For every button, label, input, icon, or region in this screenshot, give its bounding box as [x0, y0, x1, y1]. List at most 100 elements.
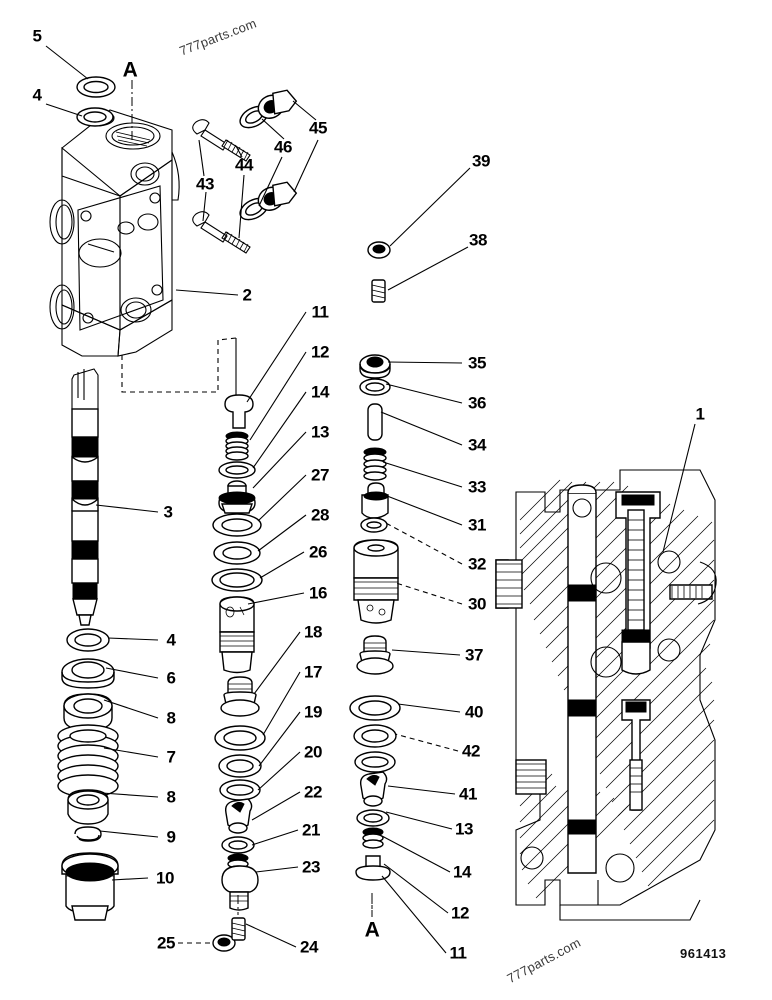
oring-part-17 — [214, 725, 266, 751]
callout-44: 44 — [235, 155, 253, 175]
callout-30: 30 — [468, 594, 486, 614]
spring-seat-part-8-lower — [67, 789, 109, 825]
fitting-group-upper — [192, 89, 298, 162]
callout-33: 33 — [468, 477, 486, 497]
callout-12-mid: 12 — [311, 342, 329, 362]
callout-8-upper: 8 — [166, 708, 176, 728]
pin-part-34 — [367, 403, 383, 441]
callout-1: 1 — [695, 404, 705, 424]
retaining-ring-part-9 — [74, 826, 102, 842]
valve-body-part-2 — [49, 109, 180, 357]
callout-45: 45 — [309, 118, 327, 138]
callout-3: 3 — [163, 502, 173, 522]
oring-part-4 — [66, 628, 110, 652]
callout-5: 5 — [32, 26, 42, 46]
plug-part-18 — [220, 676, 260, 717]
callout-39: 39 — [472, 151, 490, 171]
callout-46: 46 — [274, 137, 292, 157]
right-part-stack-lower — [349, 635, 401, 881]
plug-part-23 — [221, 865, 259, 911]
cartridge-valve-part-30 — [353, 539, 399, 624]
callout-36: 36 — [468, 393, 486, 413]
callout-35: 35 — [468, 353, 486, 373]
oring-part-14 — [218, 461, 256, 479]
setscrew-part-38 — [371, 279, 386, 303]
relief-valve-part-16 — [219, 596, 255, 674]
oring-part-32 — [360, 517, 388, 533]
figure-number: 961413 — [680, 946, 727, 961]
spool-part-3 — [71, 368, 99, 626]
callout-6: 6 — [166, 668, 176, 688]
setscrew-part-24 — [231, 917, 246, 941]
callout-34: 34 — [468, 435, 486, 455]
section-marker-a-top: A — [122, 58, 138, 82]
backup-part-42 — [353, 724, 397, 748]
nut-part-39 — [367, 241, 391, 259]
callout-42: 42 — [462, 741, 480, 761]
nut-part-35 — [359, 354, 391, 379]
callout-21: 21 — [302, 820, 320, 840]
callout-40: 40 — [465, 702, 483, 722]
spring-seat-part-8-upper — [63, 693, 113, 731]
spring-part-7 — [57, 724, 119, 798]
backup-ring-part-28 — [213, 541, 261, 565]
oring-part-41b — [354, 751, 396, 773]
callout-32: 32 — [468, 554, 486, 574]
oring-part-26 — [211, 568, 263, 592]
callout-22: 22 — [304, 782, 322, 802]
fitting-group-lower — [192, 181, 298, 254]
callout-31: 31 — [468, 515, 486, 535]
callout-7: 7 — [166, 747, 176, 767]
spring-part-33 — [363, 447, 387, 481]
oring-part-36 — [359, 378, 391, 396]
plug-part-37 — [356, 635, 394, 675]
spring-part-12 — [225, 431, 249, 461]
poppet-part-31 — [361, 482, 389, 519]
callout-43: 43 — [196, 174, 214, 194]
callout-11-right: 11 — [449, 943, 467, 963]
callout-27: 27 — [311, 465, 329, 485]
end-cap-part-10 — [61, 852, 119, 921]
poppet-part-22 — [224, 798, 253, 834]
callout-25: 25 — [157, 933, 175, 953]
right-part-stack-upper — [353, 354, 399, 624]
left-part-stack — [57, 628, 236, 952]
callout-20: 20 — [304, 742, 322, 762]
callout-4-left: 4 — [166, 630, 176, 650]
callout-24: 24 — [300, 937, 318, 957]
callout-23: 23 — [302, 857, 320, 877]
callout-38: 38 — [469, 230, 487, 250]
section-marker-a-bottom: A — [364, 918, 380, 942]
callout-12-right: 12 — [451, 903, 469, 923]
callout-14-right: 14 — [453, 862, 471, 882]
callout-11-mid: 11 — [311, 302, 329, 322]
callout-13-mid: 13 — [311, 422, 329, 442]
middle-part-stack — [211, 394, 266, 941]
seal-part-4-top — [76, 107, 114, 127]
callout-18: 18 — [304, 622, 322, 642]
callout-41: 41 — [459, 784, 477, 804]
callout-2: 2 — [242, 285, 252, 305]
callout-4-top: 4 — [32, 85, 42, 105]
oring-part-20 — [219, 779, 261, 801]
callout-10: 10 — [156, 868, 174, 888]
callout-19: 19 — [304, 702, 322, 722]
callout-26: 26 — [309, 542, 327, 562]
poppet-part-11 — [224, 394, 254, 429]
callout-13-right: 13 — [455, 819, 473, 839]
callout-17: 17 — [304, 662, 322, 682]
oring-part-13b — [356, 809, 390, 827]
assembly-section-part-1 — [495, 469, 717, 921]
poppet-part-12b — [355, 855, 391, 881]
spring-part-14b — [362, 827, 384, 849]
valve-part-13 — [218, 480, 256, 514]
oring-part-27 — [212, 513, 262, 537]
callout-9: 9 — [166, 827, 176, 847]
callout-16: 16 — [309, 583, 327, 603]
seal-part-5 — [76, 76, 116, 98]
washer-part-6 — [61, 658, 115, 689]
backup-part-19 — [218, 754, 262, 778]
callout-8-lower: 8 — [166, 787, 176, 807]
